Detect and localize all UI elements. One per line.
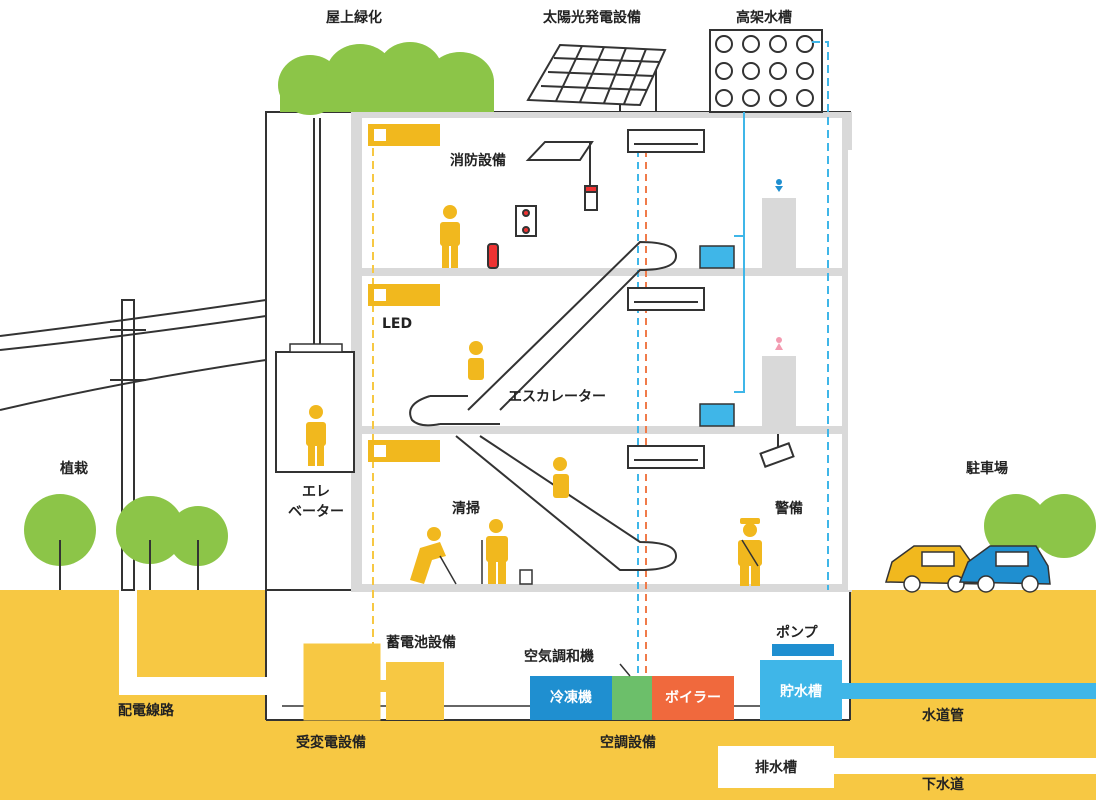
- security-camera-icon: [759, 434, 795, 468]
- security-label: 警備: [775, 501, 803, 517]
- parking-label: 駐車場: [966, 461, 1008, 477]
- air-conditioner-label: 空気調和機: [524, 649, 594, 665]
- utility-pole-icon: [0, 299, 267, 591]
- cleaning-label: 清掃: [452, 501, 480, 517]
- cleaning-staff-icon: [410, 519, 533, 585]
- water-tank-label: 高架水槽: [736, 10, 792, 26]
- water-storage-box: [760, 660, 842, 720]
- air-conditioner-icon: [627, 129, 705, 469]
- escalator-label: エスカレーター: [508, 389, 606, 405]
- substation-box: [303, 643, 381, 721]
- elevator-person-icon: [306, 405, 326, 466]
- drainage-tank-label: 排水槽: [755, 760, 797, 776]
- water-tank-icon: [709, 29, 823, 113]
- sewer-label: 下水道: [922, 777, 964, 793]
- water-storage-label: 貯水槽: [780, 684, 822, 700]
- solar-panel-icon: [526, 43, 667, 112]
- security-guard-icon: [738, 518, 762, 586]
- battery-box: [386, 662, 444, 720]
- refrigerator-label: 冷凍機: [550, 690, 592, 706]
- refrigerator-box: [530, 676, 612, 720]
- water-supply-pipe: [812, 41, 829, 590]
- water-main-label: 水道管: [922, 708, 964, 724]
- fire-equipment-icon: [487, 141, 598, 269]
- pump-box: [772, 644, 834, 656]
- battery-label: 蓄電池設備: [386, 635, 456, 651]
- sewer-pipe: [834, 758, 1096, 774]
- restroom-icon: [699, 179, 796, 428]
- substation-label: 受変電設備: [296, 735, 366, 751]
- pump-label: ポンプ: [776, 625, 818, 641]
- car-icon: [884, 545, 1051, 593]
- tree-icon: [24, 494, 228, 590]
- hvac-label: 空調設備: [600, 735, 656, 751]
- boiler-label: ボイラー: [665, 690, 721, 706]
- escalator-icon: [409, 240, 678, 571]
- solar-label: 太陽光発電設備: [543, 10, 641, 26]
- water-main-pipe: [840, 683, 1096, 699]
- boiler-box: [652, 676, 734, 720]
- elevator-label: エレ ベーター: [288, 484, 344, 520]
- parking-tree-icon: [984, 494, 1096, 558]
- fire-equipment-label: 消防設備: [450, 153, 506, 169]
- rooftop-greenery-label: 屋上緑化: [326, 10, 382, 26]
- rooftop-greenery-icon: [278, 42, 494, 115]
- planting-label: 植栽: [60, 461, 88, 477]
- air-handler-box: [612, 676, 652, 720]
- led-panel-icon: [368, 124, 440, 462]
- distribution-cable: [119, 590, 300, 695]
- person-icon: [440, 205, 569, 498]
- drainage-tank-box: [718, 746, 834, 788]
- distribution-line-label: 配電線路: [118, 703, 174, 719]
- led-label: LED: [382, 316, 413, 332]
